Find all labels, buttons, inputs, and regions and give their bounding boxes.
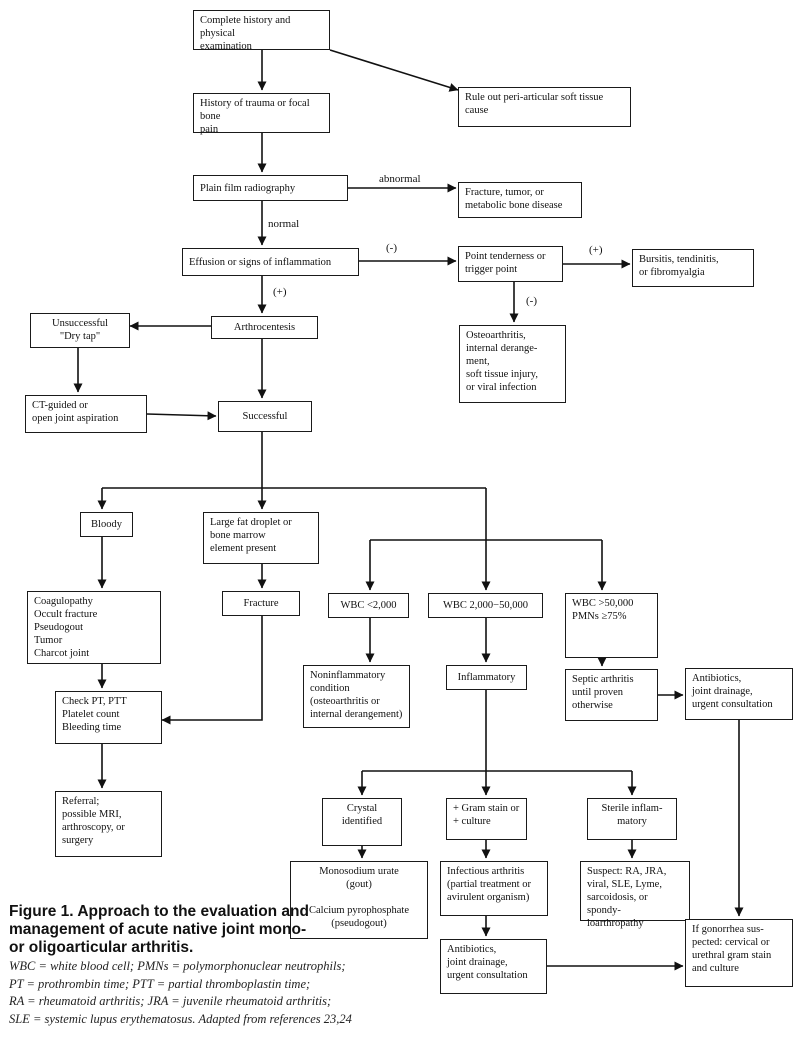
node-septic: Septic arthritis until proven otherwise — [565, 669, 658, 721]
node-crystal: Crystal identified — [322, 798, 402, 846]
node-plain-film: Plain film radiography — [193, 175, 348, 201]
edge-label-abnormal: abnormal — [379, 173, 421, 185]
edge-label-pos-effusion: (+) — [273, 286, 287, 298]
node-antibiotics-top: Antibiotics, joint drainage, urgent cons… — [685, 668, 793, 720]
figure-caption-title: Figure 1. Approach to the evaluation and… — [9, 903, 309, 956]
node-effusion: Effusion or signs of inflammation — [182, 248, 359, 276]
edge-label-pos-tenderness: (+) — [589, 244, 603, 256]
node-history-trauma: History of trauma or focal bone pain — [193, 93, 330, 135]
node-suspect: Suspect: RA, JRA, viral, SLE, Lyme, sarc… — [580, 861, 690, 929]
node-monosodium: Monosodium urate (gout) Calcium pyrophos… — [290, 861, 428, 939]
edge-label-neg-effusion: (-) — [386, 242, 397, 254]
edge-label-neg-tenderness: (-) — [526, 295, 537, 307]
connector-lines — [73, 49, 744, 971]
node-ct-guided: CT-guided or open joint aspiration — [25, 395, 147, 433]
node-bloody: Bloody — [80, 512, 133, 537]
node-noninflammatory: Noninflammatory condition (osteoarthriti… — [303, 665, 410, 728]
node-infectious: Infectious arthritis (partial treatment … — [440, 861, 548, 916]
node-inflammatory: Inflammatory — [446, 665, 527, 690]
node-arthrocentesis: Arthrocentesis — [211, 316, 318, 339]
node-fracture-tumor: Fracture, tumor, or metabolic bone disea… — [458, 182, 582, 218]
figure-caption-body: WBC = white blood cell; PMNs = polymorph… — [9, 959, 352, 1026]
edge-fracture-to-checkpt — [161, 616, 263, 725]
node-wbc-high: WBC >50,000 PMNs ≥75% — [565, 593, 658, 658]
node-check-pt: Check PT, PTT Platelet count Bleeding ti… — [55, 691, 162, 744]
edge-history-to-ruleout — [329, 49, 459, 92]
node-complete-history: Complete history and physical examinatio… — [193, 10, 330, 52]
node-sterile: Sterile inflam- matory — [587, 798, 677, 840]
node-successful: Successful — [218, 401, 312, 432]
node-bursitis: Bursitis, tendinitis, or fibromyalgia — [632, 249, 754, 287]
node-fat-droplet: Large fat droplet or bone marrow element… — [203, 512, 319, 564]
node-osteoarthritis: Osteoarthritis, internal derange- ment, … — [459, 325, 566, 403]
node-gonorrhea: If gonorrhea sus- pected: cervical or ur… — [685, 919, 793, 987]
node-coagulopathy: Coagulopathy Occult fracture Pseudogout … — [27, 591, 161, 664]
edge-ctguided-successful — [146, 411, 217, 421]
node-antibiotics-bottom: Antibiotics, joint drainage, urgent cons… — [440, 939, 547, 994]
node-fracture: Fracture — [222, 591, 300, 616]
node-wbc-mid: WBC 2,000−50,000 — [428, 593, 543, 618]
node-rule-out: Rule out peri-articular soft tissue caus… — [458, 87, 631, 127]
edge-label-normal: normal — [268, 218, 300, 230]
node-unsuccessful: Unsuccessful "Dry tap" — [30, 313, 130, 348]
node-referral: Referral; possible MRI, arthroscopy, or … — [55, 791, 162, 857]
node-point-tenderness: Point tenderness or trigger point — [458, 246, 563, 282]
node-gram-stain: + Gram stain or + culture — [446, 798, 527, 840]
node-wbc-low: WBC <2,000 — [328, 593, 409, 618]
